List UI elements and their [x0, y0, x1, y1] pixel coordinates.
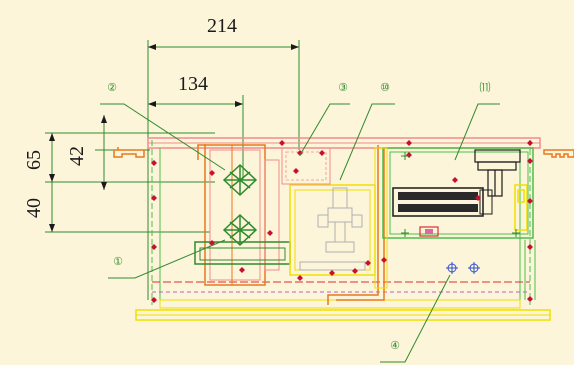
left-bracket	[113, 147, 145, 158]
target-markers	[446, 262, 480, 274]
dimension-arrows	[49, 44, 299, 232]
callout-1: ①	[113, 256, 123, 268]
orange-pipes	[197, 144, 385, 305]
dim-214-label: 214	[207, 15, 237, 37]
right-housing	[374, 147, 534, 289]
base-plate	[135, 299, 551, 321]
main-frame	[147, 137, 541, 305]
terminal-block	[392, 187, 493, 217]
callout-10: ⑩	[380, 82, 390, 94]
dim-42-label: 42	[66, 146, 88, 166]
connector-top	[474, 149, 521, 197]
valve-lower	[222, 213, 258, 247]
green-markers	[401, 152, 520, 237]
valve-upper	[222, 163, 258, 197]
dim-65-label: 65	[23, 150, 45, 170]
callout-4: ④	[390, 340, 400, 352]
indicator-module	[419, 226, 439, 237]
right-sensor	[514, 184, 528, 231]
dim-40-label: 40	[23, 198, 45, 218]
callout-leaders	[100, 103, 500, 363]
right-bracket	[543, 149, 574, 158]
red-markers	[151, 140, 533, 303]
vertical-shaft	[299, 187, 366, 271]
callout-11: ⑾	[480, 80, 491, 94]
dim-134-label: 134	[178, 73, 208, 95]
callout-2: ②	[107, 82, 117, 94]
dimension-lines	[45, 40, 300, 300]
callout-3: ③	[338, 82, 348, 94]
right-rails	[524, 240, 536, 300]
